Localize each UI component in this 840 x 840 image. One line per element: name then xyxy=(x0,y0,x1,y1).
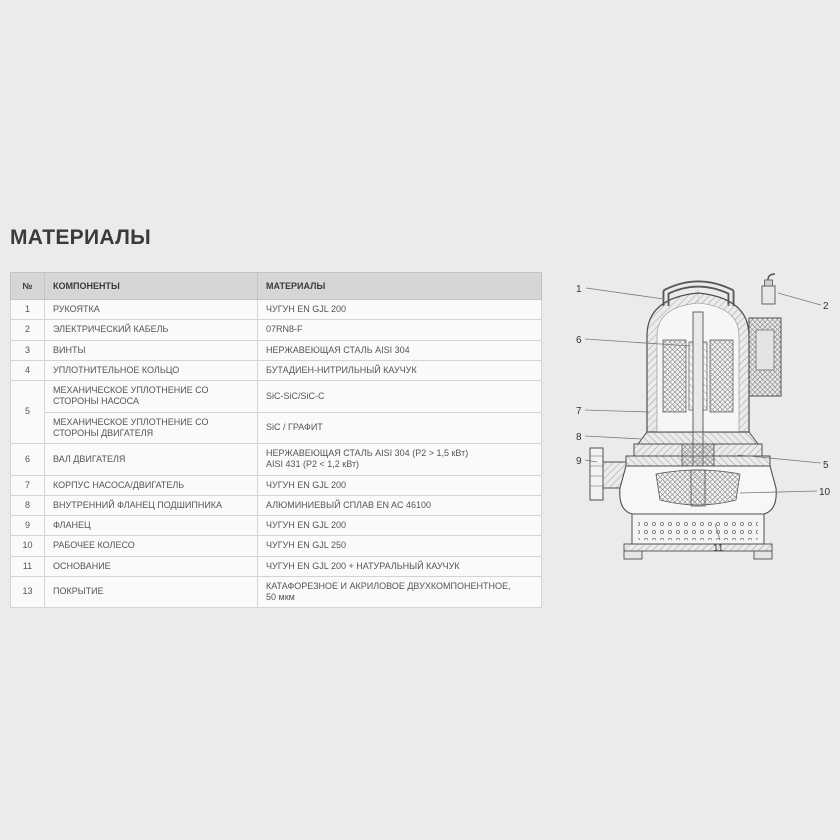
cell-component: ВИНТЫ xyxy=(44,339,258,361)
callouts: 1 2 6 7 8 9 5 10 11 xyxy=(576,284,831,554)
cable xyxy=(767,273,776,281)
cell-component: МЕХАНИЧЕСКОЕ УПЛОТНЕНИЕ СО СТОРОНЫ ДВИГА… xyxy=(44,411,258,444)
cell-material: ЧУГУН EN GJL 200 xyxy=(257,298,542,321)
callout-line xyxy=(584,338,692,347)
mechanical-seal xyxy=(681,443,715,469)
callout-line xyxy=(584,459,598,463)
cell-number: 4 xyxy=(10,359,45,382)
cell-material: ЧУГУН EN GJL 200 + НАТУРАЛЬНЫЙ КАУЧУК xyxy=(257,555,542,577)
cell-component: РАБОЧЕЕ КОЛЕСО xyxy=(44,535,258,557)
cell-number: 10 xyxy=(10,535,45,557)
cell-number: 11 xyxy=(10,555,45,577)
header-number: № xyxy=(10,272,45,300)
callout-label: 11 xyxy=(713,543,724,554)
foot-right xyxy=(753,550,773,560)
impeller-hub xyxy=(690,469,706,507)
callout-label: 10 xyxy=(819,487,831,498)
cell-material: НЕРЖАВЕЮЩАЯ СТАЛЬ AISI 304 (P2 > 1,5 кВт… xyxy=(257,443,542,476)
pump-drawing xyxy=(589,273,782,560)
cell-number: 6 xyxy=(10,443,45,476)
cell-component: ВНУТРЕННИЙ ФЛАНЕЦ ПОДШИПНИКА xyxy=(44,494,258,517)
cell-component: ОСНОВАНИЕ xyxy=(44,555,258,577)
base-plate xyxy=(623,543,773,552)
pump-diagram: 1 2 6 7 8 9 5 10 11 xyxy=(576,273,831,560)
stator-right xyxy=(709,339,734,413)
cell-component: УПЛОТНИТЕЛЬНОЕ КОЛЬЦО xyxy=(44,359,258,382)
cell-component: ПОКРЫТИЕ xyxy=(44,575,258,609)
cell-material: НЕРЖАВЕЮЩАЯ СТАЛЬ AISI 304 xyxy=(257,339,542,361)
callout-label: 5 xyxy=(823,460,829,471)
table-row: МЕХАНИЧЕСКОЕ УПЛОТНЕНИЕ СО СТОРОНЫ ДВИГА… xyxy=(11,411,542,444)
callout-label: 6 xyxy=(576,335,582,346)
cell-material: ЧУГУН EN GJL 200 xyxy=(257,514,542,537)
callout-line xyxy=(739,490,818,494)
callout-label: 8 xyxy=(576,432,582,443)
table-header-row: № КОМПОНЕНТЫ МАТЕРИАЛЫ xyxy=(10,272,542,300)
header-components: КОМПОНЕНТЫ xyxy=(44,272,258,300)
bearing-flange xyxy=(637,431,759,445)
callout-line xyxy=(584,435,643,440)
callout-line xyxy=(737,454,822,464)
cell-component: КОРПУС НАСОСА/ДВИГАТЕЛЬ xyxy=(44,474,258,496)
cell-component: ФЛАНЕЦ xyxy=(44,514,258,537)
cell-material: 07RN8-F xyxy=(257,319,542,341)
cell-component: ВАЛ ДВИГАТЕЛЯ xyxy=(44,443,258,476)
cell-number: 5 xyxy=(10,380,45,444)
header-materials: МАТЕРИАЛЫ xyxy=(257,272,542,300)
callout-line xyxy=(777,292,822,306)
callout-label: 9 xyxy=(576,456,582,467)
cell-component: ЭЛЕКТРИЧЕСКИЙ КАБЕЛЬ xyxy=(44,319,258,341)
callout-line xyxy=(714,523,721,541)
cell-number: 13 xyxy=(10,575,45,609)
foot-left xyxy=(623,550,643,560)
cell-number: 3 xyxy=(10,339,45,361)
cell-material: ЧУГУН EN GJL 250 xyxy=(257,535,542,557)
cell-number: 7 xyxy=(10,474,45,496)
cell-component: РУКОЯТКА xyxy=(44,298,258,321)
cell-material: КАТАФОРЕЗНОЕ И АКРИЛОВОЕ ДВУХКОМПОНЕНТНО… xyxy=(257,575,542,609)
page-title: МАТЕРИАЛЫ xyxy=(10,226,151,249)
cell-material: ЧУГУН EN GJL 200 xyxy=(257,474,542,496)
callout-label: 1 xyxy=(576,284,582,295)
callout-line xyxy=(585,287,665,300)
callout-line xyxy=(584,409,650,413)
cell-number: 9 xyxy=(10,514,45,537)
cable-gland xyxy=(761,285,776,305)
cell-material: SiC / ГРАФИТ xyxy=(257,411,542,444)
callout-label: 7 xyxy=(576,406,582,417)
cell-material: АЛЮМИНИЕВЫЙ СПЛАВ EN AC 46100 xyxy=(257,494,542,517)
stator-left xyxy=(662,339,687,413)
cell-number: 2 xyxy=(10,319,45,341)
cell-number: 1 xyxy=(10,298,45,321)
cell-material: SiC-SiC/SiC-C xyxy=(257,380,542,413)
cell-component: МЕХАНИЧЕСКОЕ УПЛОТНЕНИЕ СО СТОРОНЫ НАСОС… xyxy=(44,380,258,413)
cell-number: 8 xyxy=(10,494,45,517)
callout-label: 2 xyxy=(823,301,829,312)
cell-material: БУТАДИЕН-НИТРИЛЬНЫЙ КАУЧУК xyxy=(257,359,542,382)
